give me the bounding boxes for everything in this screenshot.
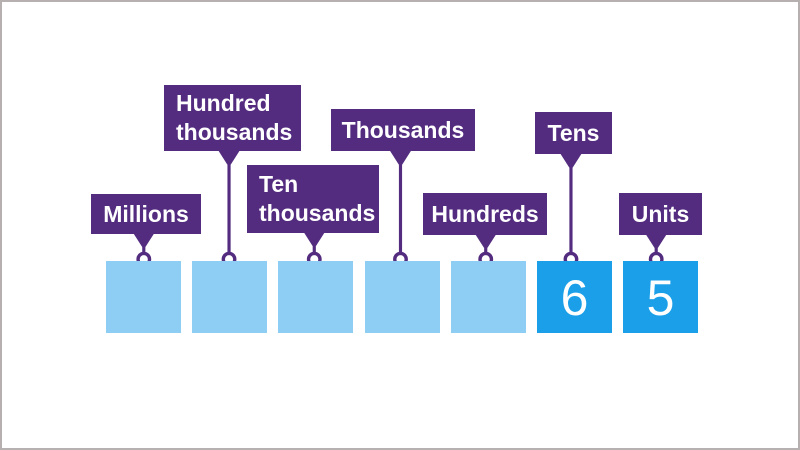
connector-millions <box>131 230 156 267</box>
connector-ten-thousands <box>302 229 327 267</box>
pointer-triangle <box>217 148 241 165</box>
cell-hundreds <box>451 261 526 333</box>
label-thousands: Thousands <box>331 109 475 151</box>
connector-units <box>644 231 669 267</box>
cell-thousands <box>365 261 440 333</box>
pointer-triangle <box>388 148 413 165</box>
connector-hundreds <box>473 231 498 267</box>
label-tens: Tens <box>535 112 612 154</box>
label-millions: Millions <box>91 194 201 234</box>
cell-ten-thousands <box>278 261 353 333</box>
label-hundred-thousands: Hundred thousands <box>164 85 301 151</box>
label-ten-thousands: Ten thousands <box>247 165 379 233</box>
cell-millions <box>106 261 181 333</box>
connector-tens <box>559 151 583 267</box>
pointer-triangle <box>559 151 583 168</box>
cell-tens: 6 <box>537 261 612 333</box>
cell-units-value: 5 <box>646 270 675 326</box>
cell-tens-value: 6 <box>560 270 589 326</box>
label-hundreds: Hundreds <box>423 193 547 235</box>
label-units: Units <box>619 193 702 235</box>
connector-thousands <box>388 148 413 267</box>
cell-hundred-thousands <box>192 261 267 333</box>
connector-hundred-thousands <box>217 148 241 267</box>
cell-units: 5 <box>623 261 698 333</box>
